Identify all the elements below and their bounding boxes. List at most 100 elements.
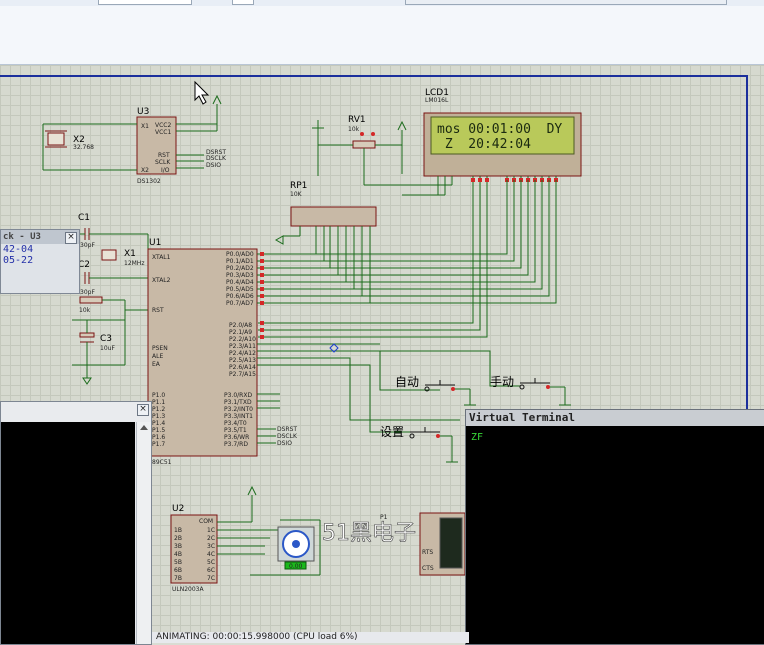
left-terminal-screen[interactable] [1,422,135,644]
svg-text:P0.3/AD3: P0.3/AD3 [226,272,254,279]
u1-pin-ale: ALE [152,353,163,360]
svg-text:2B: 2B [174,535,182,542]
svg-text:1C: 1C [207,527,215,534]
lcd-data-bus [258,180,557,338]
svg-text:P3.1/TXD: P3.1/TXD [224,399,252,406]
close-icon[interactable]: × [65,232,77,244]
rp1-value: 10K [290,191,303,198]
lcd1-ref: LCD1 [425,88,449,98]
u1-net-dsrst: DSRST [277,426,297,433]
virtual-terminal-window[interactable]: Virtual Terminal ZF [465,409,764,645]
lcd1-screen [430,116,575,155]
u1-pin-psen: PSEN [152,345,168,352]
u3-pin-sclk: SCLK [155,159,171,166]
toolbar-field-2[interactable] [405,0,727,5]
lcd-line2: Z 20:42:04 [437,137,531,152]
u3-pin-x1: X1 [141,123,149,130]
lcd-pin-stubs [437,176,557,230]
x2-crystal [47,132,65,146]
svg-text:6B: 6B [174,567,182,574]
clock-popup-title[interactable]: ck - U3 [1,230,79,244]
scroll-up-icon[interactable] [140,425,148,430]
svg-text:P2.2/A10: P2.2/A10 [229,336,256,343]
u2-in-labels: 1B 2B 3B 4B 5B 6B 7B [174,527,182,582]
u1-net-dsio: DSIO [277,440,292,447]
watermark-text: 51黑电子 [322,521,416,546]
svg-text:P3.4/T0: P3.4/T0 [224,420,247,427]
virtual-terminal-title[interactable]: Virtual Terminal [466,410,764,426]
u3-pin-vcc1: VCC1 [155,129,171,136]
svg-text:1B: 1B [174,527,182,534]
svg-text:P2.3/A11: P2.3/A11 [229,343,256,350]
svg-text:P1.6: P1.6 [152,434,165,441]
svg-text:P3.5/T1: P3.5/T1 [224,427,247,434]
svg-text:P2.5/A13: P2.5/A13 [229,357,256,364]
svg-text:P3.3/INT1: P3.3/INT1 [224,413,253,420]
u1-p3-labels: P3.0/RXD P3.1/TXD P3.2/INT0 P3.3/INT1 P3… [224,392,253,448]
u1-p2-labels: P2.0/A8 P2.1/A9 P2.2/A10 P2.3/A11 P2.4/A… [229,322,256,378]
motor-readout [284,561,307,570]
u1-p0-wires [257,253,370,304]
svg-text:3C: 3C [207,543,215,550]
svg-text:6C: 6C [207,567,215,574]
svg-text:P3.7/RD: P3.7/RD [224,441,248,448]
toolbar-dropdown[interactable] [98,0,192,5]
c1-value: 30pF [80,242,95,249]
svg-text:4B: 4B [174,551,182,558]
svg-text:4C: 4C [207,551,215,558]
toolbar-field[interactable] [232,0,254,5]
close-icon[interactable]: × [137,404,149,416]
svg-text:P1.2: P1.2 [152,406,165,413]
serial-pin-rts: RTS [422,549,433,556]
c2-ref: C2 [78,260,90,270]
u1-pin-ea: EA [152,361,161,368]
svg-text:3B: 3B [174,543,182,550]
svg-text:P2.0/A8: P2.0/A8 [229,322,252,329]
mouse-cursor-icon [194,80,210,105]
lcd1-model: LM016L [425,97,449,104]
u2-ref: U2 [172,504,184,514]
u1-89c51-chip [147,248,258,457]
rp1-resistor-pack [290,206,377,227]
svg-text:P0.4/AD4: P0.4/AD4 [226,279,254,286]
u2-uln2003a-chip [170,514,218,584]
rp1-ref: RP1 [290,181,307,191]
u3-ref: U3 [137,107,149,117]
left-terminal-scrollbar[interactable] [136,422,151,644]
svg-text:5C: 5C [207,559,215,566]
u2-pin-com: COM [199,518,213,525]
clock-popup[interactable]: ck - U3 × 42-04 05-22 [0,229,80,294]
x1-ref: X1 [124,249,136,259]
svg-text:P2.6/A14: P2.6/A14 [229,364,256,371]
motor-readout-value: 0.00 [289,563,303,570]
c3-value: 10uF [100,345,115,352]
button-set-label: 设置 [380,425,404,439]
svg-text:P2.4/A12: P2.4/A12 [229,350,256,357]
c3-ref: C3 [100,334,112,344]
r-reset [79,296,103,304]
u1-pin-rst: RST [152,307,164,314]
r-reset-value: 10k [79,307,91,314]
u3-pin-vcc2: VCC2 [155,122,171,129]
u1-pin-xtal1: XTAL1 [152,254,171,261]
rp1-pins [283,226,371,303]
u1-p3-wires [257,393,280,444]
junction-diamond-icon [329,343,339,353]
svg-text:P1.5: P1.5 [152,427,165,434]
svg-text:P0.1/AD1: P0.1/AD1 [226,258,254,265]
svg-text:P3.2/INT0: P3.2/INT0 [224,406,253,413]
svg-text:P1.0: P1.0 [152,392,165,399]
u1-model: 89C51 [152,459,172,466]
left-terminal-window[interactable]: × [0,401,152,645]
x1-value: 12MHz [124,260,144,267]
svg-text:7C: 7C [207,575,215,582]
u3-model: DS1302 [137,178,161,185]
svg-text:P3.0/RXD: P3.0/RXD [224,392,252,399]
clock-popup-line2: 05-22 [3,255,34,266]
u3-ds1302-chip [136,116,177,175]
status-bar-text: ANIMATING: 00:00:15.998000 (CPU load 6%) [152,632,469,643]
x2-ref: X2 [73,135,85,145]
clock-popup-line1: 42-04 [3,244,34,255]
svg-text:P1.4: P1.4 [152,420,165,427]
u2-wires [217,495,321,576]
